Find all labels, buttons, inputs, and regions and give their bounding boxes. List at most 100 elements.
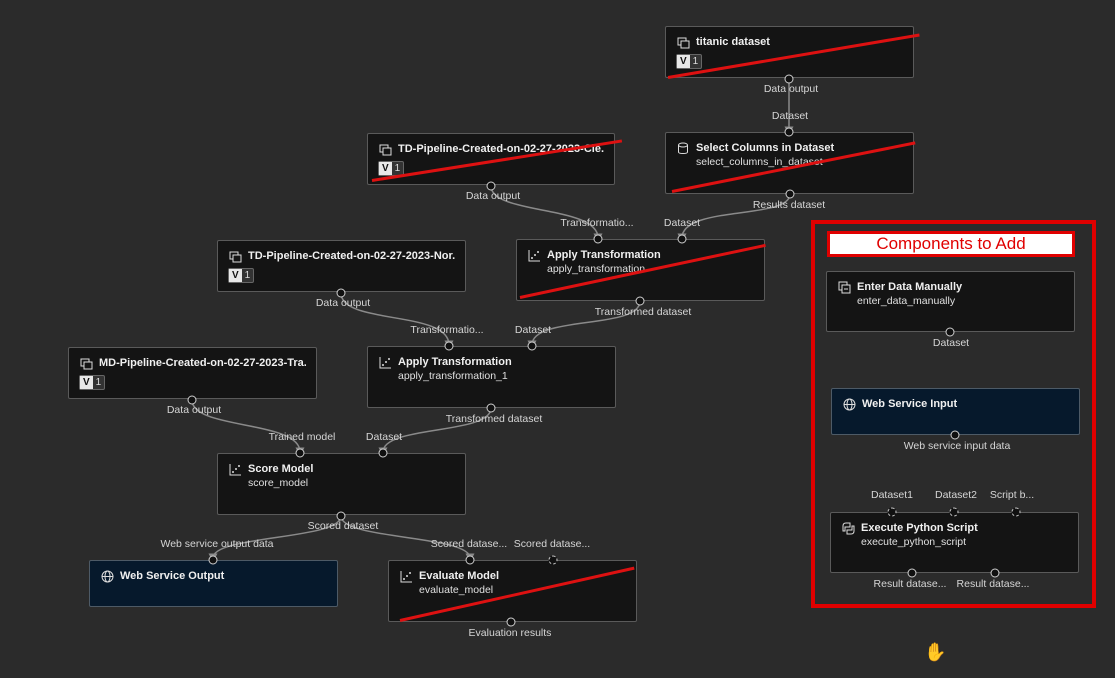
port-label: Dataset (932, 337, 970, 349)
input-port[interactable] (465, 555, 475, 565)
enter-data-manually-node[interactable]: Enter Data Manually enter_data_manually (826, 271, 1075, 332)
md-pipeline-node[interactable]: MD-Pipeline-Created-on-02-27-2023-Tra...… (68, 347, 317, 399)
input-port[interactable] (548, 555, 558, 565)
node-subtitle: apply_transformation_1 (398, 370, 508, 382)
output-port[interactable] (506, 617, 516, 627)
node-title: Web Service Output (120, 570, 225, 582)
port-label: Data output (315, 297, 371, 309)
transform-icon (399, 569, 413, 583)
output-port[interactable] (187, 395, 197, 405)
node-title: Apply Transformation (398, 356, 512, 368)
output-port[interactable] (486, 403, 496, 413)
output-port[interactable] (336, 288, 346, 298)
node-subtitle: select_columns_in_dataset (696, 156, 823, 168)
node-title: Apply Transformation (547, 249, 661, 261)
input-port[interactable] (949, 507, 959, 517)
evaluate-model-node[interactable]: Evaluate Model evaluate_model (388, 560, 637, 622)
select-columns-node[interactable]: Select Columns in Dataset select_columns… (665, 132, 914, 194)
node-title: TD-Pipeline-Created-on-02-27-2023-Nor... (248, 250, 455, 262)
input-port[interactable] (208, 555, 218, 565)
input-port[interactable] (784, 127, 794, 137)
transform-icon (228, 462, 242, 476)
port-label: Results dataset (752, 199, 826, 211)
port-label: Result datase... (956, 578, 1030, 590)
port-label: Transformatio... (410, 324, 484, 336)
input-port[interactable] (295, 448, 305, 458)
port-label: Trained model (268, 431, 336, 443)
node-subtitle: execute_python_script (861, 536, 967, 548)
enter-data-icon (837, 280, 851, 294)
input-port[interactable] (378, 448, 388, 458)
output-port[interactable] (785, 189, 795, 199)
port-label: Result datase... (873, 578, 947, 590)
hand-grab-icon: ✋ (924, 642, 947, 662)
dataset-icon (378, 142, 392, 156)
transform-icon (527, 248, 541, 262)
output-port[interactable] (784, 74, 794, 84)
output-port[interactable] (950, 430, 960, 440)
port-label: Data output (763, 83, 819, 95)
input-port[interactable] (444, 341, 454, 351)
node-subtitle: score_model (248, 477, 309, 489)
component-icon (676, 141, 690, 155)
port-label: Dataset1 (870, 489, 914, 501)
td-pipeline-cleaned-node[interactable]: TD-Pipeline-Created-on-02-27-2023-Cle...… (367, 133, 615, 185)
output-port[interactable] (336, 511, 346, 521)
output-port[interactable] (486, 181, 496, 191)
output-port[interactable] (945, 327, 955, 337)
port-label: Dataset (365, 431, 403, 443)
port-label: Data output (166, 404, 222, 416)
port-label: Evaluation results (468, 627, 552, 639)
port-label: Dataset2 (934, 489, 978, 501)
port-label: Transformatio... (560, 217, 634, 229)
score-model-node[interactable]: Score Model score_model (217, 453, 466, 515)
input-port[interactable] (527, 341, 537, 351)
transform-icon (378, 355, 392, 369)
apply-transformation-node[interactable]: Apply Transformation apply_transformatio… (516, 239, 765, 301)
dataset-icon (228, 249, 242, 263)
port-label: Scored dataset (307, 520, 379, 532)
panel-title: Components to Add (827, 231, 1075, 257)
port-label: Dataset (771, 110, 809, 122)
execute-python-script-node[interactable]: Execute Python Script execute_python_scr… (830, 512, 1079, 573)
td-pipeline-normalized-node[interactable]: TD-Pipeline-Created-on-02-27-2023-Nor...… (217, 240, 466, 292)
node-title: Select Columns in Dataset (696, 142, 835, 154)
port-label: Dataset (663, 217, 701, 229)
node-title: TD-Pipeline-Created-on-02-27-2023-Cle... (398, 143, 604, 155)
port-label: Dataset (514, 324, 552, 336)
port-label: Transformed dataset (594, 306, 692, 318)
output-port[interactable] (990, 568, 1000, 578)
dataset-icon (676, 35, 690, 49)
input-port[interactable] (593, 234, 603, 244)
node-subtitle: evaluate_model (419, 584, 494, 596)
input-port[interactable] (677, 234, 687, 244)
input-port[interactable] (1011, 507, 1021, 517)
globe-icon (842, 397, 856, 411)
port-label: Web service input data (903, 440, 1011, 452)
output-port[interactable] (635, 296, 645, 306)
node-title: Score Model (248, 463, 314, 475)
port-label: Scored datase... (513, 538, 591, 550)
web-service-input-node[interactable]: Web Service Input (831, 388, 1080, 435)
apply-transformation-1-node[interactable]: Apply Transformation apply_transformatio… (367, 346, 616, 408)
input-port[interactable] (887, 507, 897, 517)
web-service-output-node[interactable]: Web Service Output (89, 560, 338, 607)
node-title: Web Service Input (862, 398, 958, 410)
node-title: Execute Python Script (861, 522, 978, 534)
node-subtitle: enter_data_manually (857, 295, 956, 307)
output-port[interactable] (907, 568, 917, 578)
port-label: Transformed dataset (445, 413, 543, 425)
node-subtitle: apply_transformation (547, 263, 646, 275)
port-label: Web service output data (160, 538, 274, 550)
port-label: Data output (465, 190, 521, 202)
node-title: MD-Pipeline-Created-on-02-27-2023-Tra... (99, 357, 306, 369)
globe-icon (100, 569, 114, 583)
node-title: Enter Data Manually (857, 281, 963, 293)
port-label: Script b... (989, 489, 1035, 501)
